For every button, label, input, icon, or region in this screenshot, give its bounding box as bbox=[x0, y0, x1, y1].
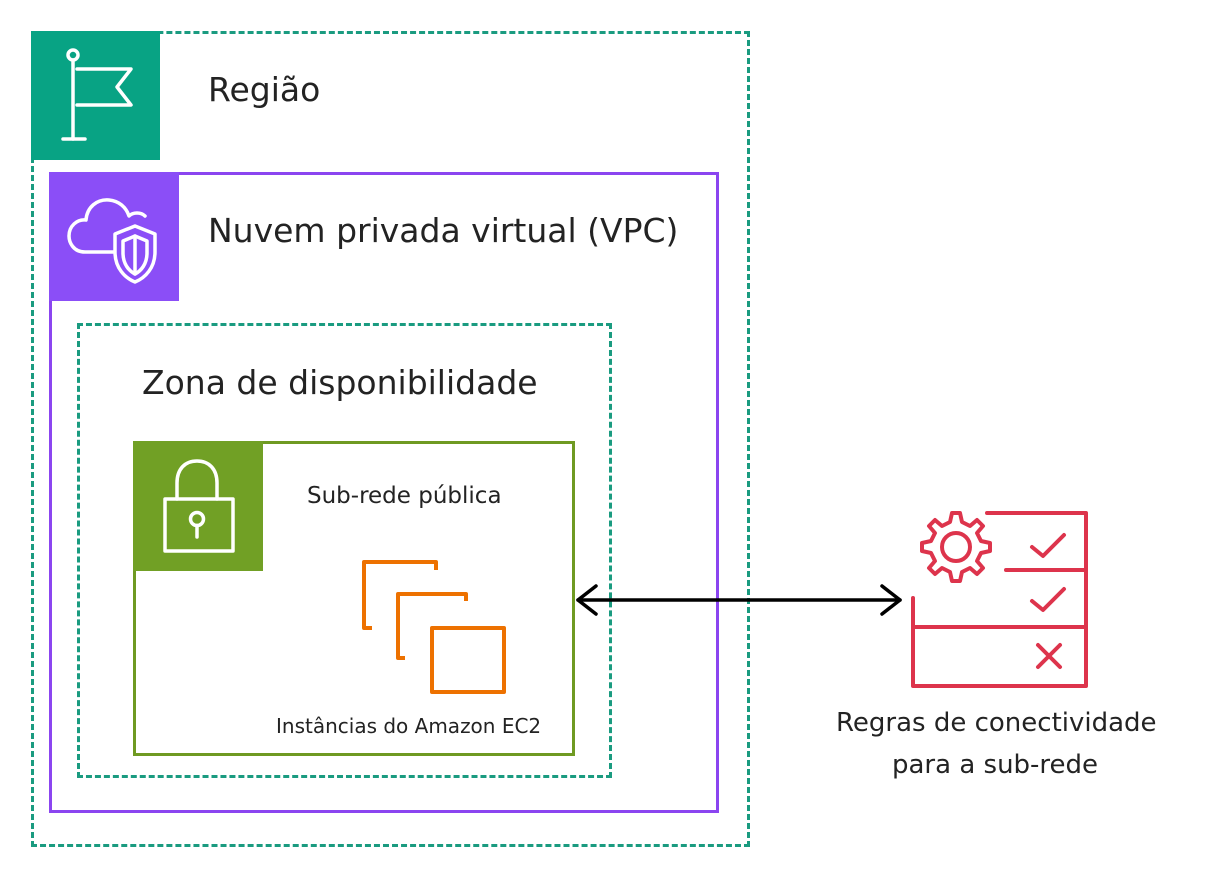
vpc-label: Nuvem privada virtual (VPC) bbox=[208, 211, 679, 250]
region-icon-tile bbox=[31, 31, 160, 160]
availability-zone-container bbox=[77, 323, 612, 778]
cloud-shield-icon bbox=[67, 198, 157, 284]
availability-zone-label: Zona de disponibilidade bbox=[142, 363, 538, 402]
region-container bbox=[31, 31, 750, 847]
subnet-icon-tile bbox=[133, 441, 263, 571]
rules-label-line1: Regras de conectividade bbox=[836, 708, 1157, 738]
flag-icon bbox=[61, 48, 133, 141]
subnet-label: Sub-rede pública bbox=[307, 483, 502, 509]
lock-icon bbox=[163, 459, 235, 553]
vpc-icon-tile bbox=[49, 172, 179, 301]
vpc-container bbox=[49, 172, 719, 813]
rules-label-line2: para a sub-rede bbox=[892, 750, 1099, 780]
ec2-instances-label: Instâncias do Amazon EC2 bbox=[276, 714, 542, 738]
public-subnet-container bbox=[133, 441, 575, 756]
region-label: Região bbox=[208, 70, 321, 109]
